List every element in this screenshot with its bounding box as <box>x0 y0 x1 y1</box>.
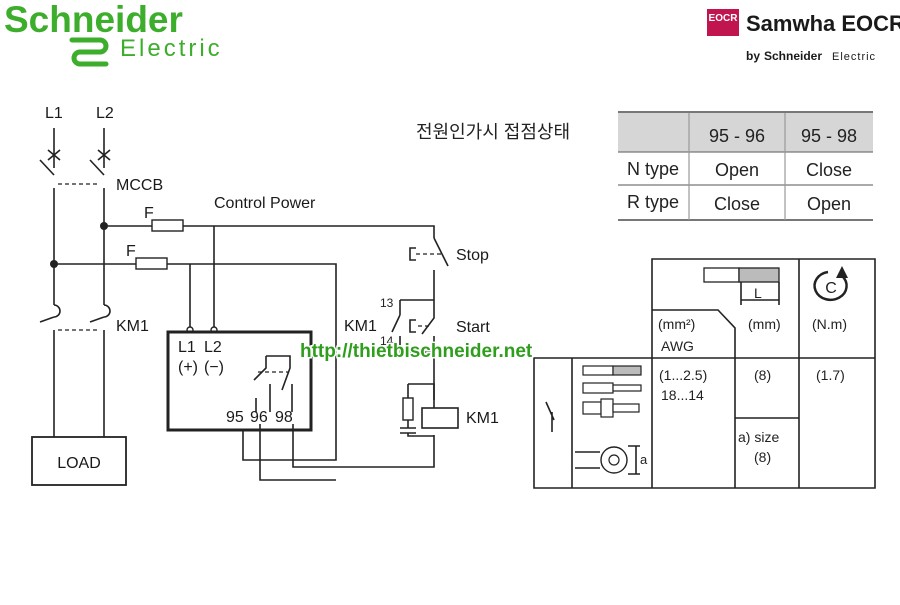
eocr-relay-body <box>166 330 313 432</box>
wire-col1-awg: AWG <box>661 338 694 354</box>
label-mccb: MCCB <box>116 177 163 194</box>
fuse-top <box>151 219 184 232</box>
label-l2: L2 <box>96 105 114 122</box>
label-terminal-13: 13 <box>380 296 394 310</box>
wire-col1-awg-range: 18...14 <box>661 387 704 403</box>
contact-n-95-98: Close <box>806 160 852 180</box>
by-brand: Schneider <box>764 49 822 63</box>
schneider-life-is-on-icon <box>69 37 109 67</box>
contact-row-n-type: N type <box>627 159 679 179</box>
contact-state-table: 전원인가시 접점상태 95 - 96 95 - 98 N type Open C… <box>416 111 873 221</box>
insulated-ferrule-icon <box>582 398 640 418</box>
label-km1-main: KM1 <box>116 318 149 335</box>
eocr-badge-text: EOCR <box>709 13 739 24</box>
contact-r-95-98: Open <box>807 194 851 214</box>
by-suffix: Electric <box>832 51 876 63</box>
wire-strip-length-icon <box>703 267 780 305</box>
samwha-eocr-name: Samwha EOCR <box>746 11 900 36</box>
surge-resistor <box>402 397 414 421</box>
power-circuit: L1 L2 MCCB KM1 LOAD <box>31 105 163 486</box>
watermark-url[interactable]: http://thietbischneider.net <box>299 340 535 364</box>
wire-col3-unit: (N.m) <box>812 316 847 332</box>
eocr-badge-bottom <box>707 25 739 36</box>
label-terminal-14: 14 <box>380 334 394 348</box>
label-torque-c: C <box>825 280 837 297</box>
wire-a-size: a) size <box>738 429 779 445</box>
ring-terminal-icon <box>575 445 640 475</box>
contact-table-caption: 전원인가시 접점상태 <box>416 122 570 142</box>
contact-n-95-96: Open <box>715 160 759 180</box>
wire-a-value: (8) <box>754 449 771 465</box>
contact-row-r-type: R type <box>627 192 679 212</box>
wiring-spec-table: L C (mm²) AWG (mm) (N.m) (1...2.5) 18...… <box>533 258 876 489</box>
label-km1-coil: KM1 <box>466 410 499 427</box>
relay-l2: L2 <box>204 339 222 356</box>
relay-t96: 96 <box>250 409 268 426</box>
label-start: Start <box>456 319 490 336</box>
relay-t95: 95 <box>226 409 244 426</box>
by-prefix: by <box>746 49 760 63</box>
ferrule-wire-icon <box>582 382 642 394</box>
relay-plus: (+) <box>178 359 198 376</box>
schneider-electric-sub: Electric <box>120 35 223 62</box>
wire-col2-value: (8) <box>754 367 771 383</box>
km1-coil <box>421 407 459 429</box>
label-l1: L1 <box>45 105 63 122</box>
relay-minus: (−) <box>204 359 224 376</box>
wire-col1-unit: (mm²) <box>658 316 695 332</box>
control-circuit: Control Power F F L1 L2 (+) (−) 95 96 98 <box>54 195 499 481</box>
contact-header-95-96: 95 - 96 <box>709 126 765 146</box>
relay-l1: L1 <box>178 339 196 356</box>
wire-col1-range: (1...2.5) <box>659 367 707 383</box>
eocr-badge-top <box>707 9 739 25</box>
samwha-eocr-logo: EOCR Samwha EOCR by Schneider Electric <box>707 9 900 63</box>
label-fuse-bottom: F <box>126 243 136 260</box>
label-fuse-top: F <box>144 205 154 222</box>
schneider-logo: Schneider Electric <box>4 0 223 67</box>
label-strip-l: L <box>754 285 762 301</box>
load-box <box>31 436 127 486</box>
screw-terminal-icon <box>545 401 555 432</box>
label-load: LOAD <box>57 455 101 472</box>
label-control-power: Control Power <box>214 195 316 212</box>
label-km1-aux: KM1 <box>344 318 377 335</box>
relay-t98: 98 <box>275 409 293 426</box>
contact-header-95-98: 95 - 98 <box>801 126 857 146</box>
wire-col3-value: (1.7) <box>816 367 845 383</box>
torque-rotation-icon <box>813 266 848 302</box>
ring-terminal-a-label: a <box>640 452 648 467</box>
solid-wire-icon <box>582 365 642 376</box>
schneider-wordmark: Schneider <box>4 0 183 40</box>
wire-col2-unit: (mm) <box>748 316 781 332</box>
fuse-bottom <box>135 257 168 270</box>
contact-r-95-96: Close <box>714 194 760 214</box>
label-stop: Stop <box>456 247 489 264</box>
